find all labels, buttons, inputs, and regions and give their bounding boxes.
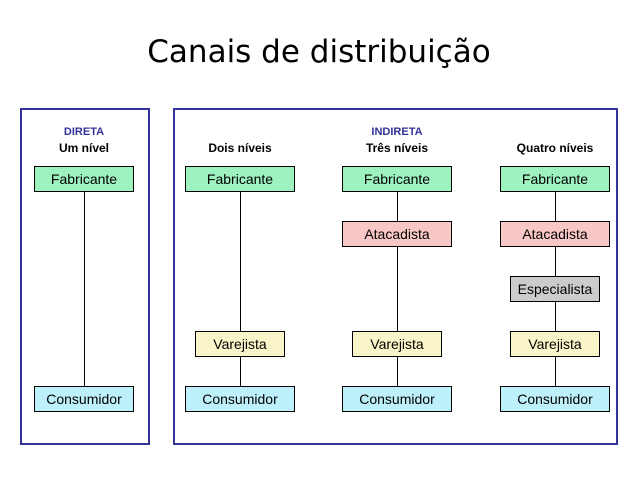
connector-line xyxy=(397,357,398,386)
node-fabricante: Fabricante xyxy=(34,166,134,192)
channel-column-um-nivel: Fabricante Consumidor xyxy=(34,160,134,435)
node-consumidor: Consumidor xyxy=(500,386,610,412)
node-fabricante: Fabricante xyxy=(342,166,452,192)
connector-line xyxy=(555,192,556,221)
connector-line xyxy=(240,357,241,386)
connector-line xyxy=(555,357,556,386)
group-label-indireta: INDIRETA xyxy=(371,126,423,138)
node-fabricante: Fabricante xyxy=(185,166,295,192)
node-atacadista: Atacadista xyxy=(342,221,452,247)
channel-column-tres-niveis: Fabricante Atacadista Varejista Consumid… xyxy=(342,160,452,435)
connector-line xyxy=(555,247,556,276)
page-title: Canais de distribuição xyxy=(147,34,491,70)
connector-line xyxy=(84,192,85,386)
node-consumidor: Consumidor xyxy=(185,386,295,412)
connector-line xyxy=(240,192,241,331)
node-especialista: Especialista xyxy=(510,276,600,302)
node-varejista: Varejista xyxy=(352,331,442,357)
connector-line xyxy=(397,247,398,331)
column-label-quatro-niveis: Quatro níveis xyxy=(516,141,594,155)
column-label-dois-niveis: Dois níveis xyxy=(208,141,272,155)
node-consumidor: Consumidor xyxy=(342,386,452,412)
group-label-direta: DIRETA xyxy=(63,126,105,138)
node-consumidor: Consumidor xyxy=(34,386,134,412)
node-atacadista: Atacadista xyxy=(500,221,610,247)
node-varejista: Varejista xyxy=(195,331,285,357)
channel-column-quatro-niveis: Fabricante Atacadista Especialista Varej… xyxy=(500,160,610,435)
node-varejista: Varejista xyxy=(510,331,600,357)
column-label-tres-niveis: Três níveis xyxy=(365,141,429,155)
connector-line xyxy=(397,192,398,221)
connector-line xyxy=(555,302,556,331)
channel-column-dois-niveis: Fabricante Varejista Consumidor xyxy=(185,160,295,435)
node-fabricante: Fabricante xyxy=(500,166,610,192)
column-label-um-nivel: Um nível xyxy=(58,141,109,155)
